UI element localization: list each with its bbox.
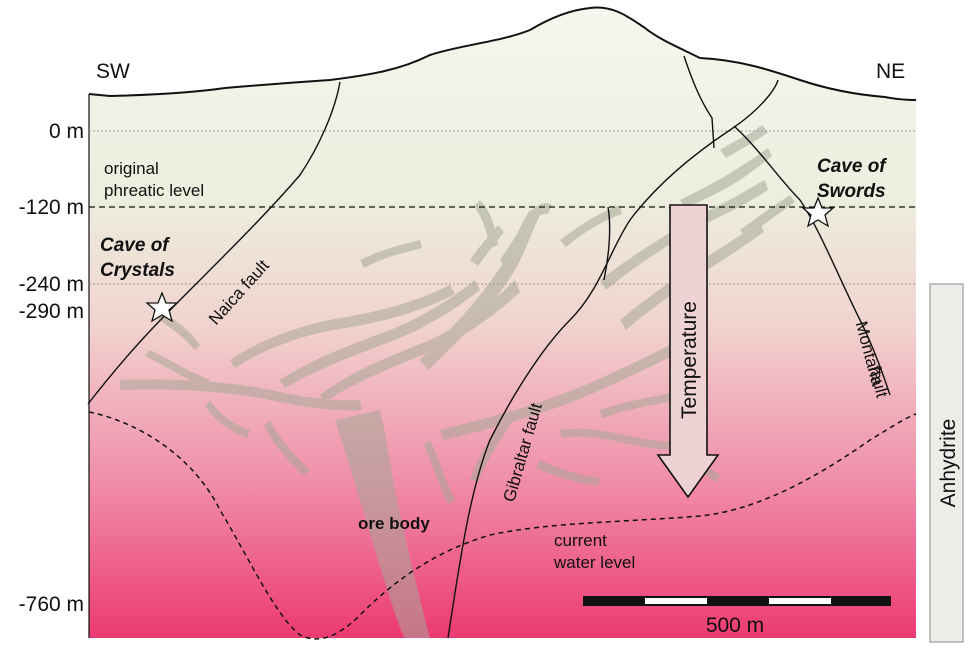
gibraltar-branch	[683, 55, 715, 149]
anhydrite-label: Anhydrite	[937, 419, 960, 508]
gibraltar-fault	[447, 79, 779, 639]
inner-fault	[603, 206, 611, 281]
cave-of-crystals-label-line1: Cave of	[100, 235, 170, 256]
rock-body	[89, 7, 916, 638]
current-water-level	[88, 411, 917, 640]
current-water-label-line1: current	[554, 531, 607, 550]
surface-outline	[88, 6, 917, 101]
cave-of-swords-label-line2: Swords	[817, 181, 886, 202]
temperature-arrow	[656, 204, 720, 499]
temperature-label: Temperature	[678, 301, 701, 419]
ne-label: NE	[876, 60, 905, 83]
naica-fault	[87, 81, 341, 405]
cave-of-crystals-label-line2: Crystals	[100, 260, 175, 281]
depth-label-290: -290 m	[19, 300, 84, 323]
cave-of-swords-star	[801, 196, 835, 228]
montana-fault	[733, 125, 891, 396]
cave-of-crystals-star	[145, 291, 179, 323]
depth-label-760: -760 m	[19, 593, 84, 616]
depth-label-0: 0 m	[49, 120, 84, 143]
depth-label-240: -240 m	[19, 273, 84, 296]
sw-label: SW	[96, 60, 130, 83]
anhydrite-column	[929, 283, 964, 643]
ore-body-label: ore body	[358, 514, 430, 533]
cave-of-swords-label-line1: Cave of	[817, 156, 887, 177]
current-water-label-line2: water level	[553, 553, 635, 572]
depth-label-120: -120 m	[19, 196, 84, 219]
scale-bar-label: 500 m	[706, 614, 764, 637]
original-phreatic-label-line2: phreatic level	[104, 181, 204, 200]
original-phreatic-label-line1: original	[104, 159, 159, 178]
ore-body-veins	[120, 125, 795, 638]
scale-bar	[583, 596, 891, 606]
